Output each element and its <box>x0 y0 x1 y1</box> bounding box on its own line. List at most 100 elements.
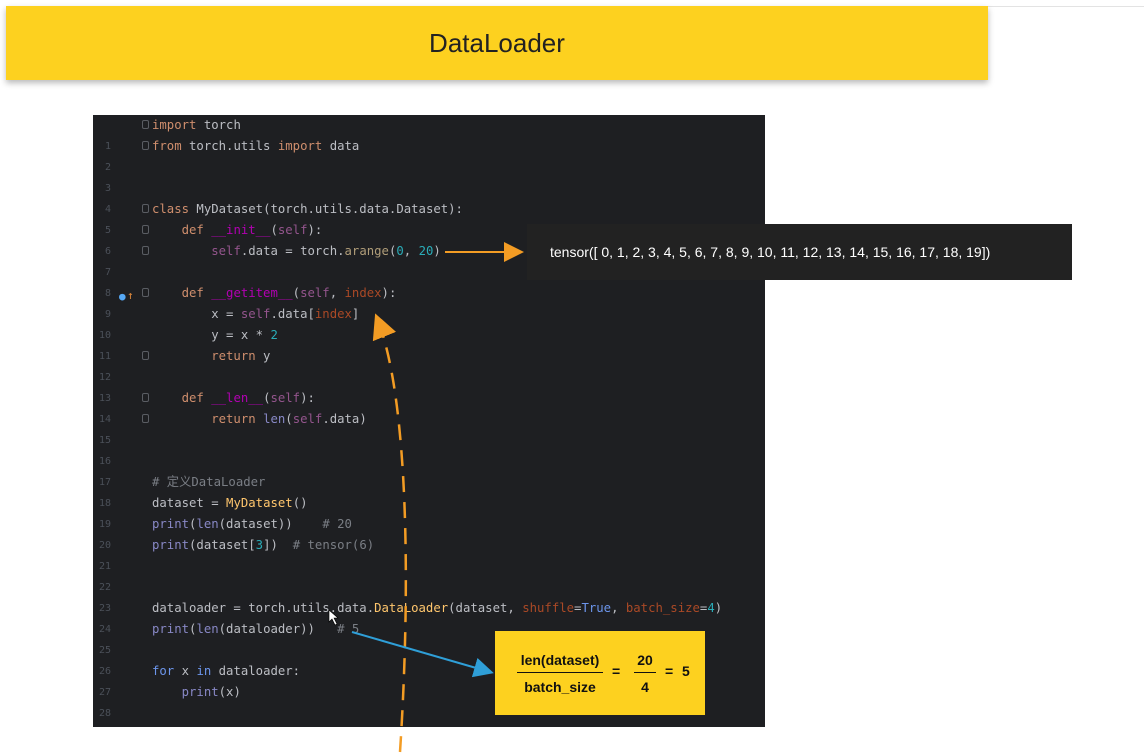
code-line-27[interactable]: 27 for x in dataloader: <box>93 661 765 698</box>
code-token: from <box>152 139 182 153</box>
code-token: index <box>314 307 352 321</box>
code-token: arange <box>344 244 389 258</box>
code-token: ( <box>189 517 197 531</box>
code-token: self <box>211 244 241 258</box>
line-number: 3 <box>104 183 111 194</box>
code-editor[interactable]: 1 import torch 2 from torch.utils import… <box>93 115 765 727</box>
code-token: dataloader: <box>211 664 301 678</box>
override-marker-icon[interactable]: ● <box>119 290 126 303</box>
code-token: len <box>196 622 219 636</box>
code-line-11[interactable]: 11 y = x * 2 <box>93 325 765 362</box>
code-line-18[interactable]: 18 # 定义DataLoader <box>93 472 765 509</box>
code-token: .data) <box>322 412 367 426</box>
line-number: 23 <box>98 603 111 614</box>
code-token: def <box>152 391 212 405</box>
code-token: ( <box>270 223 278 237</box>
dashed-arrow-to-getitem <box>372 313 408 753</box>
code-line-12[interactable]: 12 return y <box>93 346 765 383</box>
code-token: return <box>152 412 256 426</box>
code-token: ): <box>300 391 315 405</box>
title-banner: DataLoader <box>6 6 988 80</box>
code-line-2[interactable]: 2 from torch.utils import data <box>93 136 765 173</box>
line-number: 6 <box>104 246 111 257</box>
code-token: return <box>152 349 256 363</box>
code-line-10[interactable]: 10 x = self.data[index] <box>93 304 765 341</box>
code-token: 2 <box>270 328 278 342</box>
code-line-22[interactable]: 22 <box>93 556 765 593</box>
code-token: , <box>403 244 419 258</box>
fold-marker-icon[interactable] <box>142 225 149 234</box>
code-token: ( <box>263 391 271 405</box>
fold-marker-icon[interactable] <box>142 351 149 360</box>
code-token: torch.utils <box>181 139 278 153</box>
code-line-25[interactable]: 25 print(len(dataloader)) # 5 <box>93 619 765 656</box>
code-line-6[interactable]: 6 def __init__(self): <box>93 220 765 257</box>
code-token: __getitem__ <box>211 286 293 300</box>
code-token: (dataset)) <box>218 517 323 531</box>
code-token: y <box>255 349 271 363</box>
code-token: 0 <box>396 244 404 258</box>
code-token: y = x * <box>152 328 271 342</box>
code-line-16[interactable]: 16 <box>93 430 765 467</box>
code-token: batch_size <box>625 601 700 615</box>
code-line-20[interactable]: 20 print(len(dataset)) # 20 <box>93 514 765 551</box>
code-token: shuffle <box>522 601 575 615</box>
code-line-9[interactable]: 9 ● ↑ def __getitem__(self, index): <box>93 283 765 320</box>
code-line-4[interactable]: 4 <box>93 178 765 215</box>
fold-marker-icon[interactable] <box>142 246 149 255</box>
code-line-17[interactable]: 17 <box>93 451 765 488</box>
code-line-8[interactable]: 8 <box>93 262 765 299</box>
code-token: (dataset[ <box>189 538 256 552</box>
equals-sign: = <box>665 663 674 679</box>
code-token: x <box>174 664 197 678</box>
line-number: 22 <box>98 582 111 593</box>
fold-marker-icon[interactable] <box>142 288 149 297</box>
code-line-7[interactable]: 7 self.data = torch.arange(0, 20) <box>93 241 765 278</box>
code-token: self <box>240 307 271 321</box>
formula-denominator: 4 <box>641 679 649 695</box>
line-number: 2 <box>104 162 111 173</box>
code-token: MyDataset(torch.utils.data.Dataset): <box>189 202 463 216</box>
code-token: 20 <box>418 244 434 258</box>
code-token: len <box>196 517 219 531</box>
code-line-3[interactable]: 3 <box>93 157 765 194</box>
code-token: ): <box>307 223 323 237</box>
code-line-28[interactable]: 28 print(x) <box>93 682 765 719</box>
line-number: 24 <box>98 624 111 635</box>
top-divider <box>988 6 1144 7</box>
code-line-24[interactable]: 24 dataloader = torch.utils.data.DataLoa… <box>93 598 765 635</box>
arrow-to-formula <box>351 631 494 678</box>
fold-marker-icon[interactable] <box>142 414 149 423</box>
code-line-5[interactable]: 5 class MyDataset(torch.utils.data.Datas… <box>93 199 765 236</box>
line-number: 26 <box>98 666 111 677</box>
code-token: ]) <box>263 538 293 552</box>
code-token: # 定义DataLoader <box>152 475 266 489</box>
code-token: ) <box>714 601 723 615</box>
code-line-14[interactable]: 14 def __len__(self): <box>93 388 765 425</box>
line-number: 8 <box>104 288 111 299</box>
code-line-21[interactable]: 21 print(dataset[3]) # tensor(6) <box>93 535 765 572</box>
formula-result: 5 <box>682 663 690 679</box>
code-line-19[interactable]: 19 dataset = MyDataset() <box>93 493 765 530</box>
fraction-bar <box>517 672 603 673</box>
code-line-23[interactable]: 23 <box>93 577 765 614</box>
code-line-26[interactable]: 26 <box>93 640 765 677</box>
code-line-1[interactable]: 1 import torch <box>93 115 765 152</box>
fraction-20-over-4: 20 4 <box>634 652 656 695</box>
fold-marker-icon[interactable] <box>142 120 149 129</box>
code-token: def <box>152 223 212 237</box>
fold-marker-icon[interactable] <box>142 204 149 213</box>
line-number: 9 <box>104 309 111 320</box>
tensor-output-box: tensor([ 0, 1, 2, 3, 4, 5, 6, 7, 8, 9, 1… <box>527 224 1072 280</box>
implement-arrow-icon[interactable]: ↑ <box>127 289 134 302</box>
fold-marker-icon[interactable] <box>142 393 149 402</box>
code-token: (dataloader)) <box>218 622 338 636</box>
code-token: import <box>277 139 323 153</box>
tensor-output-text: tensor([ 0, 1, 2, 3, 4, 5, 6, 7, 8, 9, 1… <box>550 244 991 260</box>
code-line-13[interactable]: 13 <box>93 367 765 404</box>
fold-marker-icon[interactable] <box>142 141 149 150</box>
code-token: self <box>292 412 323 426</box>
code-line-15[interactable]: 15 return len(self.data) <box>93 409 765 446</box>
code-token: = <box>699 601 708 615</box>
